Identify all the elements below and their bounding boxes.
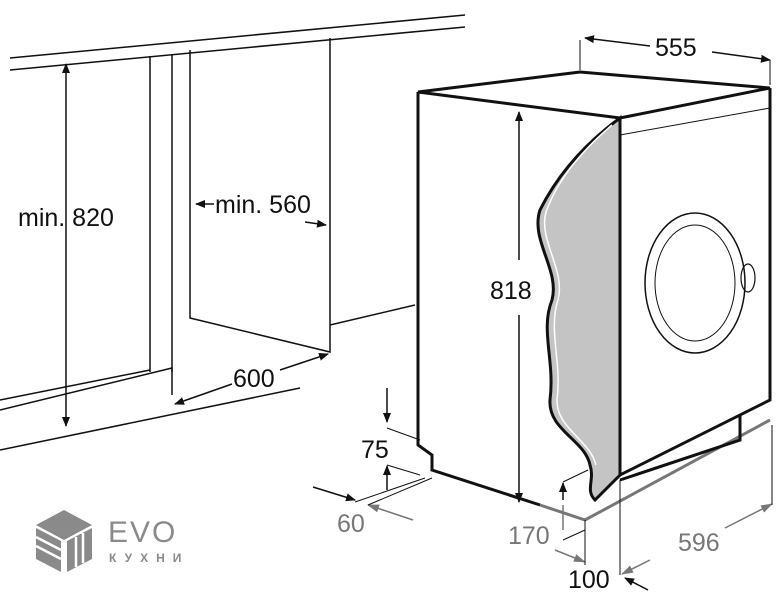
evo-logo: EVO КУХНИ (35, 510, 189, 572)
logo-name: EVO (108, 516, 177, 549)
door-handle (740, 263, 756, 293)
washing-machine (416, 70, 772, 522)
label-100: 100 (568, 566, 610, 594)
label-818: 818 (490, 277, 532, 305)
label-60: 60 (337, 510, 365, 538)
label-596: 596 (678, 529, 720, 557)
door-ring (644, 212, 746, 354)
floor-line (0, 387, 301, 451)
decor-panel (536, 115, 622, 503)
dimension-lines (62, 35, 773, 591)
niche (189, 38, 331, 353)
countertop (9, 14, 466, 71)
label-600: 600 (233, 365, 275, 393)
label-min-560: min. 560 (215, 191, 311, 219)
label-min-820: min. 820 (18, 204, 114, 232)
label-555: 555 (655, 34, 697, 62)
logo-subtitle: КУХНИ (109, 551, 189, 565)
logo-cube-top (36, 510, 92, 540)
kitchen-cabinets (0, 14, 466, 451)
label-170: 170 (508, 522, 550, 550)
label-75: 75 (361, 436, 389, 464)
